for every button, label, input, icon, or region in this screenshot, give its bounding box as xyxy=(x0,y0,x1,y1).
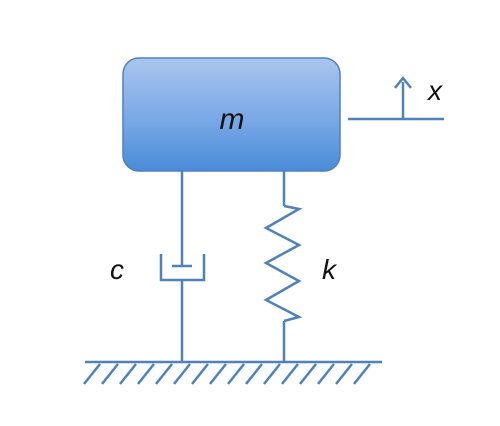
ground xyxy=(83,360,382,385)
damper-label: c xyxy=(110,254,124,285)
spring: k xyxy=(263,171,338,362)
spring-label: k xyxy=(322,254,338,285)
mass-label: m xyxy=(220,103,245,136)
damper: c xyxy=(110,171,206,362)
displacement-indicator: x xyxy=(348,75,444,121)
ground-hatching xyxy=(83,363,371,385)
displacement-label: x xyxy=(426,75,443,106)
mass-block: m xyxy=(122,57,341,172)
